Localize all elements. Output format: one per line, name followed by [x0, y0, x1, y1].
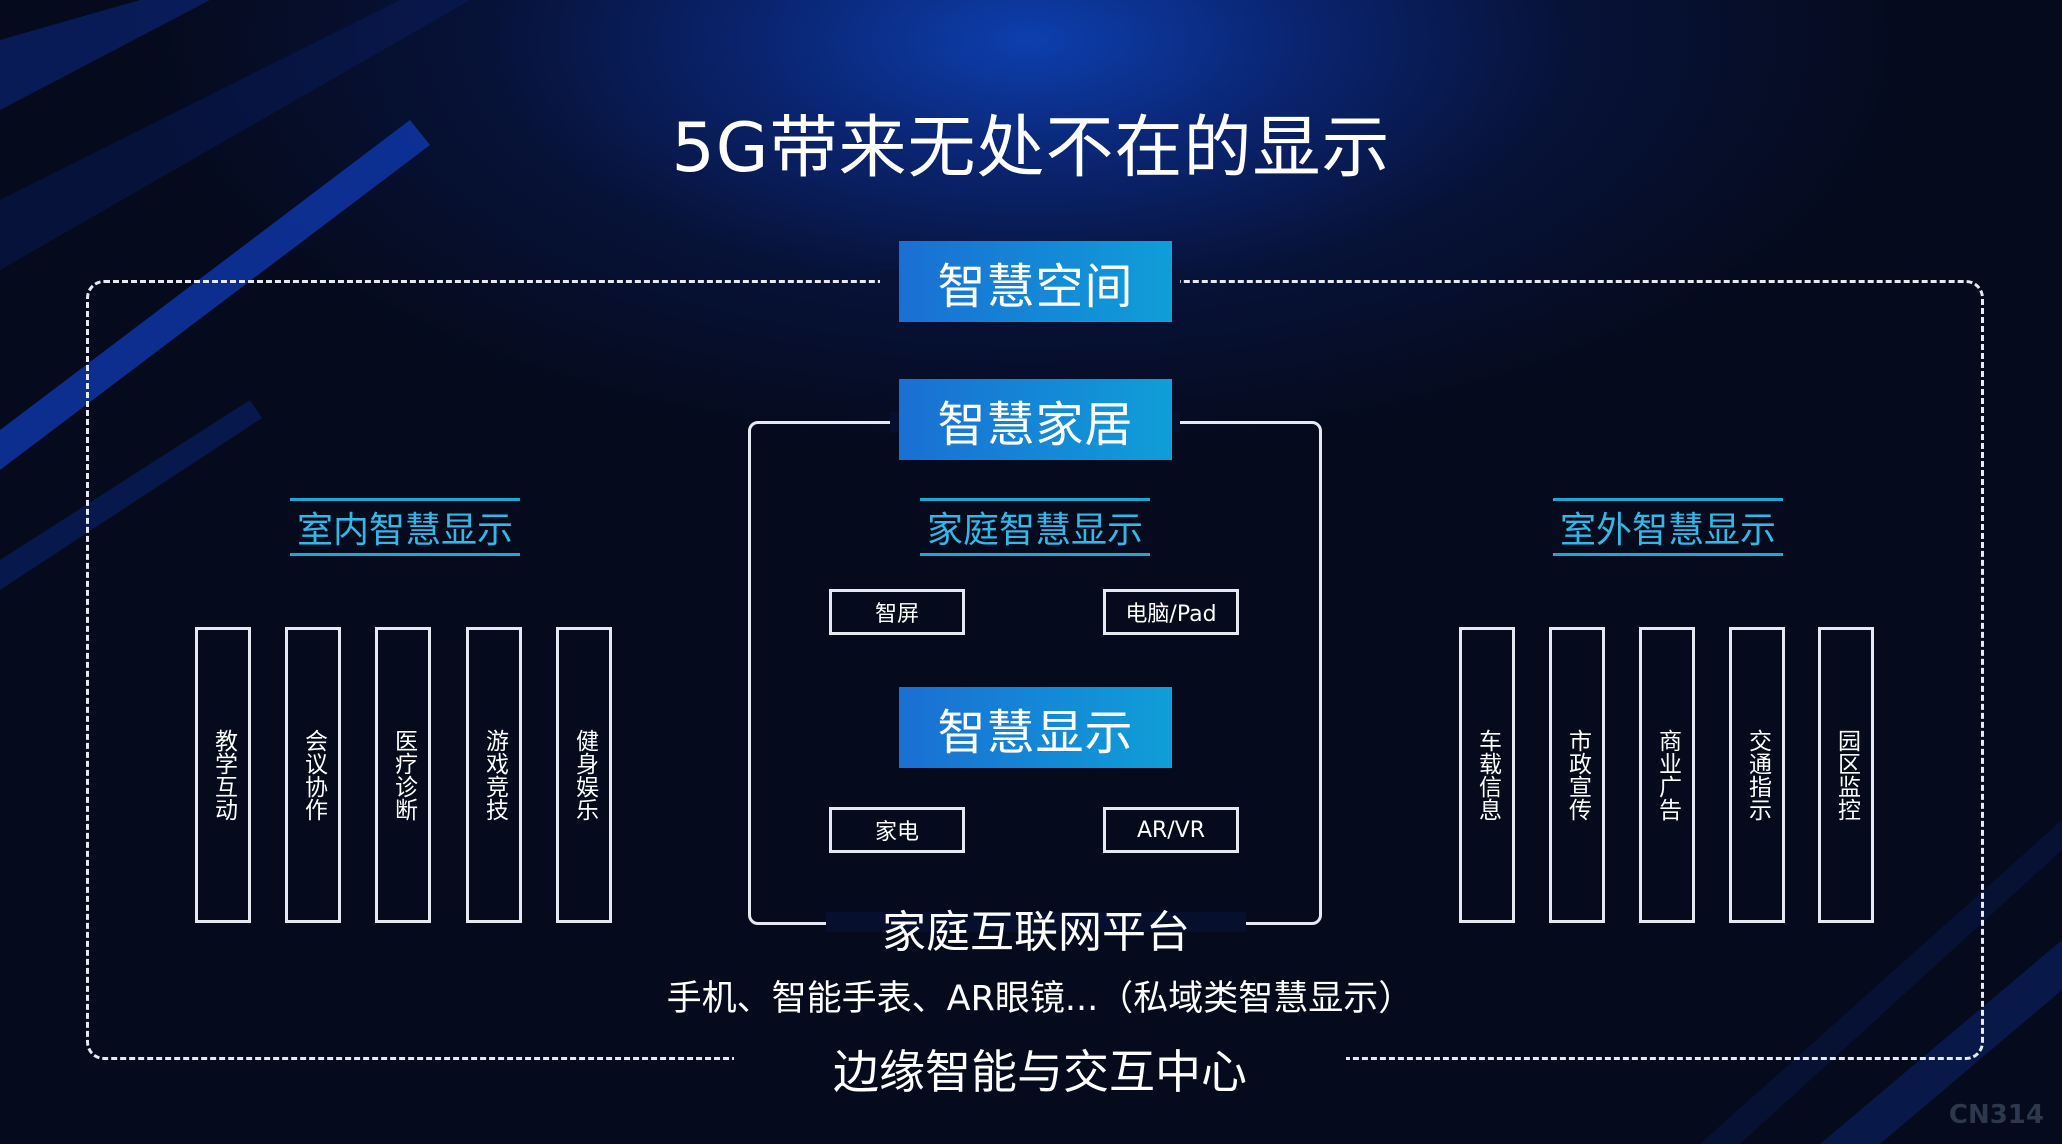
indoor-item: 游戏竞技 — [466, 627, 522, 923]
indoor-item: 健身娱乐 — [556, 627, 612, 923]
inner-gap-bottom — [826, 912, 1246, 932]
smart-display-block: 智慧显示 — [899, 687, 1172, 768]
outdoor-item: 商业广告 — [1639, 627, 1695, 923]
watermark-logo: CN314 — [1948, 1100, 2044, 1130]
smart-space-block: 智慧空间 — [899, 241, 1172, 322]
indoor-item: 教学互动 — [195, 627, 251, 923]
indoor-display-title: 室内智慧显示 — [290, 498, 520, 556]
home-device-smart-screen: 智屏 — [829, 589, 965, 635]
frame-gap-bottom — [734, 1046, 1346, 1070]
private-display-label: 手机、智能手表、AR眼镜...（私域类智慧显示） — [666, 979, 1414, 1019]
home-display-title: 家庭智慧显示 — [920, 498, 1150, 556]
home-device-pc-pad: 电脑/Pad — [1103, 589, 1239, 635]
outdoor-item: 交通指示 — [1729, 627, 1785, 923]
home-device-ar-vr: AR/VR — [1103, 807, 1239, 853]
edge-intelligence-label: 边缘智能与交互中心 — [833, 1045, 1247, 1099]
home-internet-platform-label: 家庭互联网平台 — [882, 907, 1190, 958]
home-device-appliance: 家电 — [829, 807, 965, 853]
outdoor-item: 车载信息 — [1459, 627, 1515, 923]
outdoor-item: 市政宣传 — [1549, 627, 1605, 923]
outdoor-display-title: 室外智慧显示 — [1553, 498, 1783, 556]
outdoor-item: 园区监控 — [1818, 627, 1874, 923]
smart-home-block: 智慧家居 — [899, 379, 1172, 460]
indoor-item: 医疗诊断 — [375, 627, 431, 923]
indoor-item: 会议协作 — [285, 627, 341, 923]
page-title: 5G带来无处不在的显示 — [671, 109, 1391, 188]
